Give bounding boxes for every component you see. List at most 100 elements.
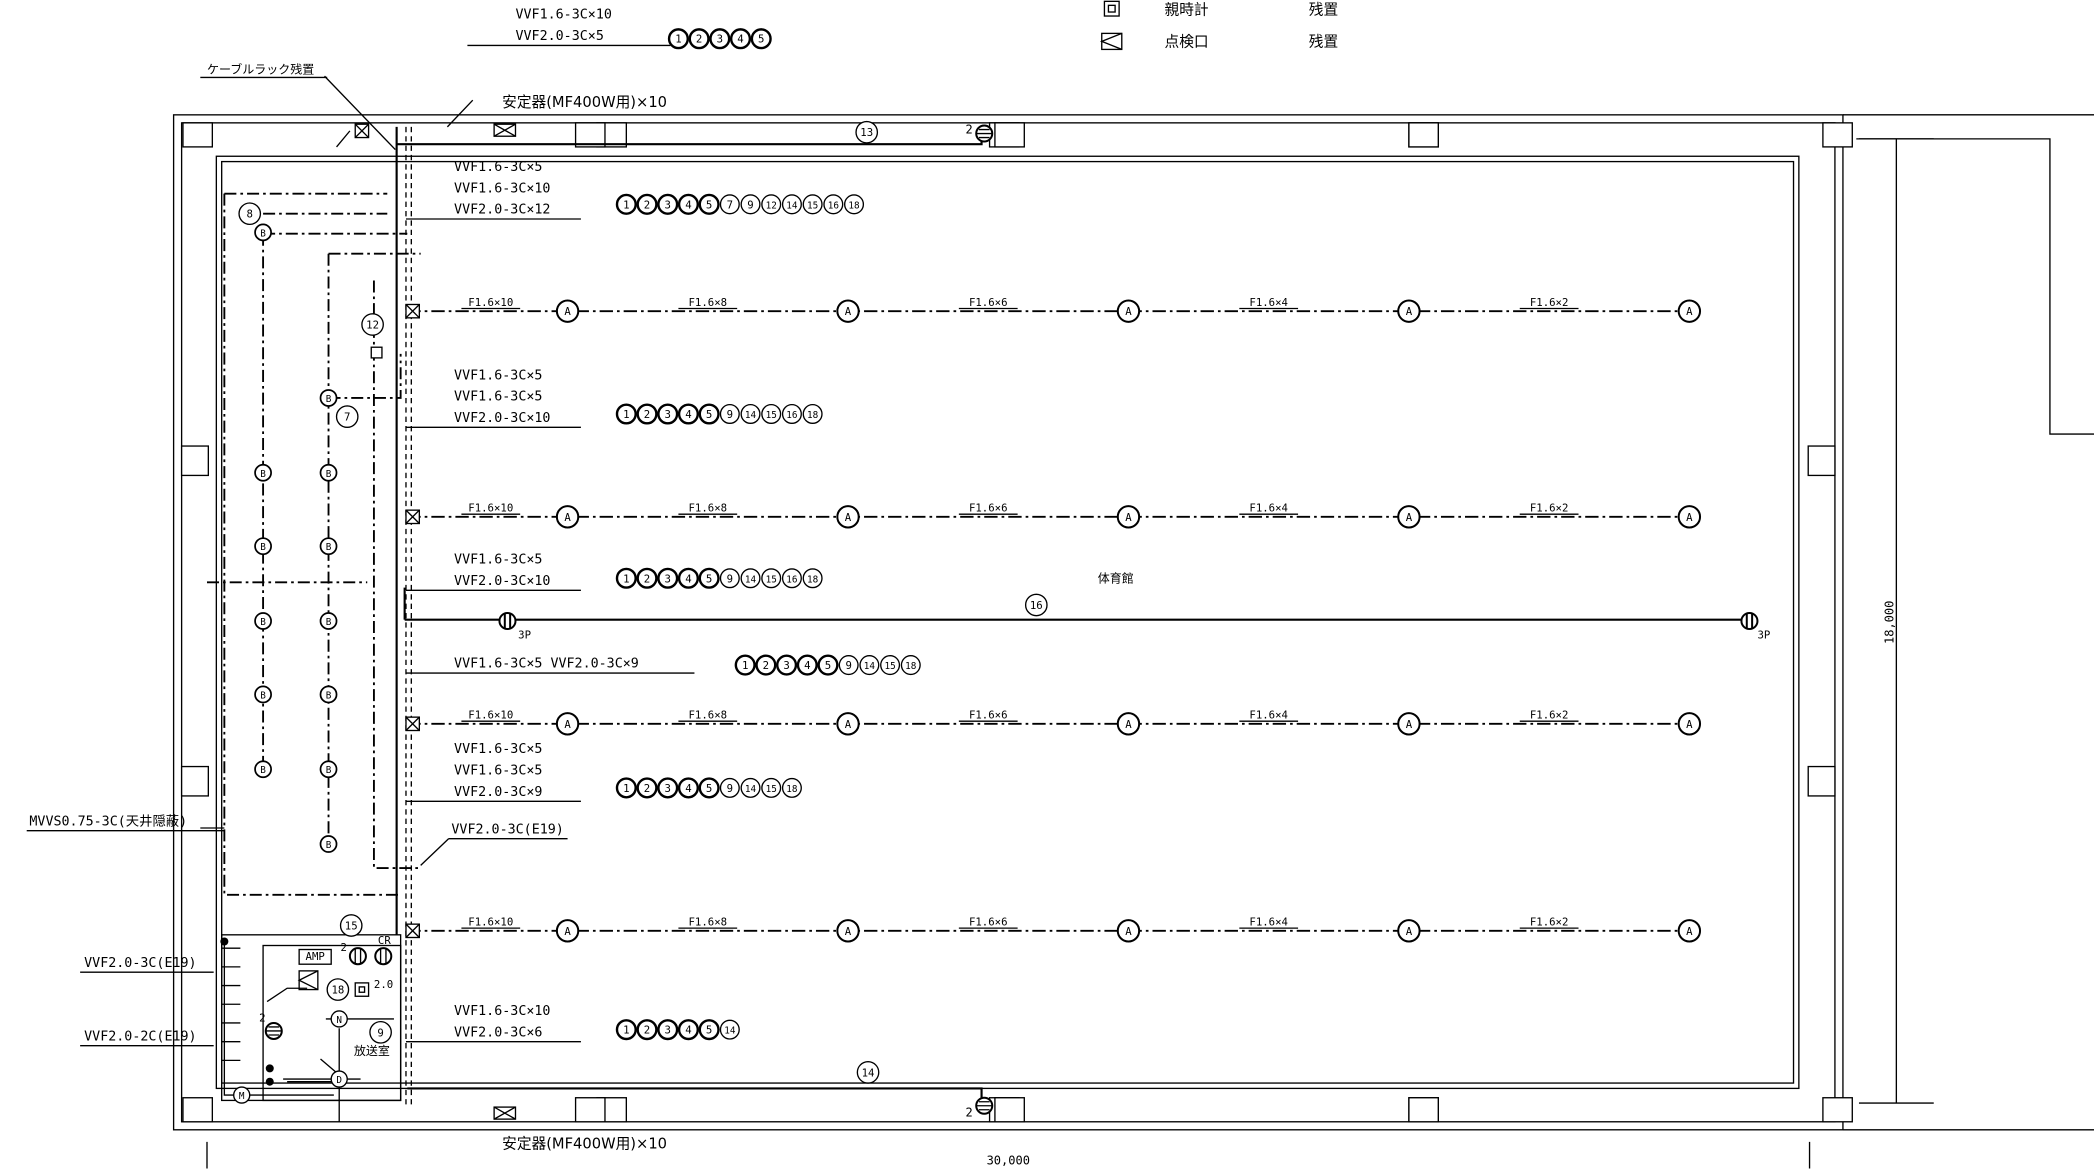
svg-text:A: A bbox=[1686, 718, 1693, 731]
svg-text:A: A bbox=[845, 718, 852, 731]
svg-text:9: 9 bbox=[727, 572, 733, 585]
svg-text:9: 9 bbox=[727, 408, 733, 421]
amp-box bbox=[298, 948, 332, 965]
svg-text:3: 3 bbox=[783, 659, 789, 672]
svg-text:B: B bbox=[326, 469, 332, 480]
dim-height-label: 18,000 bbox=[1883, 601, 1897, 644]
svg-text:14: 14 bbox=[745, 410, 757, 421]
circuit-number: 16 bbox=[781, 568, 802, 589]
speaker-wire-label: F1.6×10 bbox=[468, 296, 513, 309]
speaker-wire-label: F1.6×10 bbox=[468, 915, 513, 928]
legend-hatch-status: 残置 bbox=[1309, 34, 1338, 51]
svg-text:18: 18 bbox=[807, 410, 819, 421]
svg-text:4: 4 bbox=[685, 782, 691, 795]
svg-text:9: 9 bbox=[747, 198, 753, 211]
receptacle-top-count: 2 bbox=[966, 123, 973, 137]
svg-text:5: 5 bbox=[706, 572, 712, 585]
circuit-number: 14 bbox=[719, 1019, 740, 1040]
circuit-number: 2 bbox=[636, 403, 658, 425]
circuit-number: 14 bbox=[740, 403, 761, 425]
stabilizer-bottom-label: 安定器(MF400W用)×10 bbox=[502, 1135, 667, 1152]
device-b-icon: B bbox=[254, 463, 272, 482]
svg-text:2: 2 bbox=[696, 33, 702, 46]
cable-spec: VVF1.6-3C×5 bbox=[454, 764, 542, 779]
cable-spec: VVF1.6-3C×5 bbox=[454, 742, 542, 757]
svg-text:15: 15 bbox=[345, 919, 358, 932]
circuit-number: 15 bbox=[880, 655, 901, 676]
circuit-number: 2 bbox=[755, 654, 777, 676]
svg-text:15: 15 bbox=[766, 574, 777, 585]
speaker-icon: A bbox=[1116, 712, 1141, 736]
stabilizer-top-label: 安定器(MF400W用)×10 bbox=[502, 94, 667, 111]
svg-text:15: 15 bbox=[807, 200, 818, 211]
speaker-icon: A bbox=[1116, 505, 1141, 529]
svg-text:1: 1 bbox=[623, 572, 629, 585]
svg-text:A: A bbox=[1686, 925, 1693, 938]
circuit-number: 2 bbox=[636, 193, 658, 215]
device-b-icon: B bbox=[254, 685, 272, 704]
speaker-wire-label: F1.6×8 bbox=[689, 708, 728, 721]
device-b-icon: B bbox=[319, 835, 338, 853]
legend: 親時計 残置 点検口 残置 bbox=[1099, 0, 1338, 51]
svg-text:A: A bbox=[1406, 305, 1413, 318]
svg-text:A: A bbox=[1406, 511, 1413, 524]
svg-text:2: 2 bbox=[644, 1024, 650, 1037]
circuit-number: 4 bbox=[677, 567, 699, 589]
speaker-icon: A bbox=[1397, 919, 1421, 943]
legend-clock-label: 親時計 bbox=[1165, 2, 1209, 19]
speaker-wire-label: F1.6×4 bbox=[1249, 708, 1288, 721]
svg-text:14: 14 bbox=[862, 1066, 875, 1079]
vvf-left-3c-label: VVF2.0-3C(E19) bbox=[84, 956, 196, 971]
inspection-hatch-icon bbox=[298, 970, 319, 991]
circuit-number: 14 bbox=[740, 777, 761, 798]
circuit-number: 18 bbox=[781, 777, 802, 798]
receptacle-broadcast bbox=[264, 1021, 283, 1040]
circuit-number: 4 bbox=[796, 654, 818, 676]
svg-text:B: B bbox=[260, 469, 266, 480]
speaker-icon: A bbox=[836, 712, 860, 736]
svg-text:16: 16 bbox=[786, 574, 798, 585]
circuit-tag-16: 16 bbox=[1024, 593, 1048, 617]
circuit-number: 5 bbox=[698, 193, 720, 215]
svg-text:1: 1 bbox=[623, 198, 629, 211]
svg-text:B: B bbox=[326, 617, 332, 628]
svg-text:B: B bbox=[260, 765, 266, 776]
speaker-icon: A bbox=[555, 712, 580, 736]
svg-text:4: 4 bbox=[804, 659, 810, 672]
circuit-number: 3 bbox=[776, 654, 798, 676]
circuit-number: 4 bbox=[677, 403, 699, 425]
stabilizer-bottom bbox=[493, 1106, 517, 1120]
panel-d: D bbox=[330, 1070, 348, 1088]
speaker-wire-label: F1.6×2 bbox=[1530, 915, 1569, 928]
svg-text:A: A bbox=[1125, 925, 1132, 938]
circuit-number: 4 bbox=[677, 193, 699, 215]
circuit-number: 1 bbox=[615, 193, 637, 215]
svg-text:A: A bbox=[564, 305, 571, 318]
circuit-tag-9: 9 bbox=[369, 1020, 392, 1044]
speaker-wire-label: F1.6×6 bbox=[969, 296, 1008, 309]
circuit-number: 7 bbox=[719, 194, 740, 215]
svg-text:15: 15 bbox=[766, 410, 777, 421]
speaker-wire-label: F1.6×4 bbox=[1249, 915, 1288, 928]
circuit-number: 5 bbox=[698, 403, 720, 425]
svg-text:4: 4 bbox=[685, 408, 691, 421]
speaker-icon: A bbox=[836, 919, 860, 943]
clock-square-icon bbox=[354, 982, 370, 997]
svg-text:B: B bbox=[326, 394, 332, 405]
outlet-3p-left-label: 3P bbox=[518, 628, 531, 641]
svg-text:14: 14 bbox=[745, 574, 757, 585]
circuit-number: 12 bbox=[761, 194, 782, 215]
circuit-number: 4 bbox=[729, 28, 752, 50]
svg-text:5: 5 bbox=[706, 198, 712, 211]
main-wiring bbox=[395, 126, 1743, 1109]
junction-box bbox=[370, 346, 383, 359]
svg-text:12: 12 bbox=[366, 319, 379, 332]
speaker-wire-label: F1.6×4 bbox=[1249, 501, 1288, 514]
speaker-icon: A bbox=[555, 919, 580, 943]
svg-text:16: 16 bbox=[1030, 599, 1043, 612]
speaker-icon: A bbox=[1397, 505, 1421, 529]
circuit-number: 1 bbox=[615, 403, 637, 425]
